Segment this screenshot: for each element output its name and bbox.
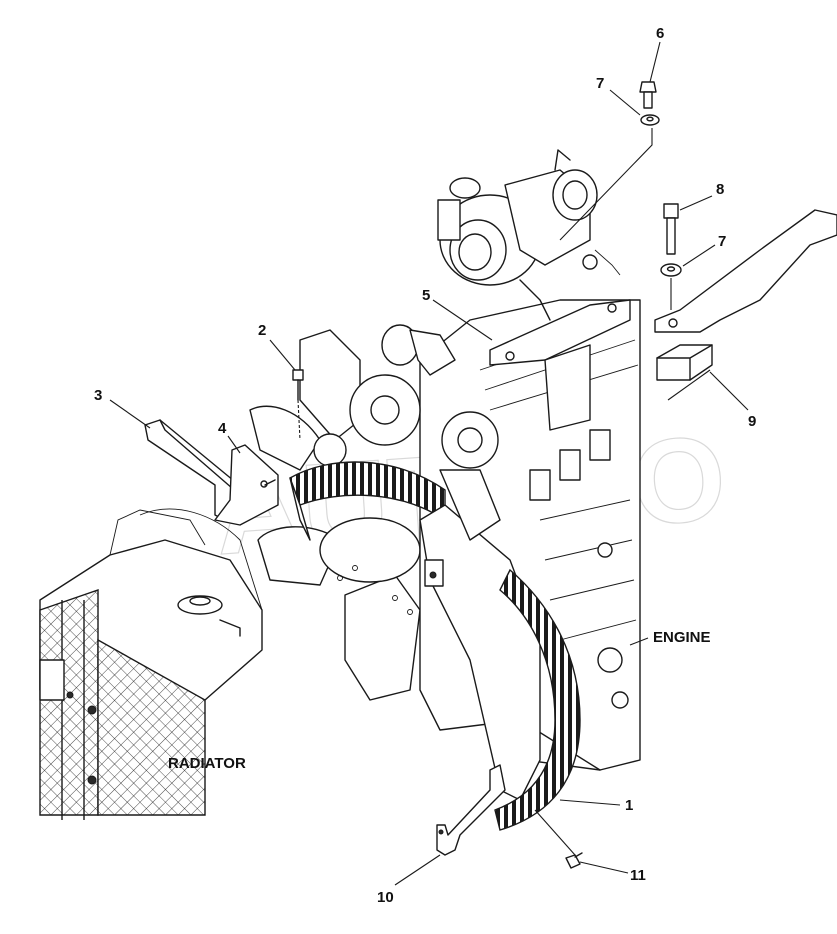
part-6-bolt bbox=[639, 81, 657, 109]
callout-9: 9 bbox=[748, 413, 756, 430]
callout-7-lower: 7 bbox=[718, 233, 726, 250]
callout-5: 5 bbox=[422, 287, 430, 304]
callout-6: 6 bbox=[656, 25, 664, 42]
mount-arm bbox=[654, 209, 837, 333]
leader-lines bbox=[109, 41, 749, 886]
part-7-washer-upper bbox=[640, 114, 660, 126]
part-1-fan-shroud bbox=[289, 461, 581, 831]
part-11-bolt bbox=[565, 852, 583, 869]
part-7-washer-lower bbox=[660, 263, 682, 277]
part-8-bolt bbox=[663, 203, 679, 255]
callout-11: 11 bbox=[630, 867, 646, 884]
callout-4: 4 bbox=[218, 420, 227, 437]
engine-label: ENGINE bbox=[653, 629, 711, 646]
callout-10: 10 bbox=[377, 889, 394, 906]
callout-7-upper: 7 bbox=[596, 75, 604, 92]
part-4-bracket bbox=[214, 444, 279, 526]
callout-3: 3 bbox=[94, 387, 102, 404]
part-10-support-strap bbox=[436, 764, 506, 856]
part-5-mounting-bracket bbox=[489, 249, 631, 431]
part-6-install-line bbox=[559, 128, 653, 241]
part-9-install-line bbox=[667, 369, 711, 401]
part-9-mount-block bbox=[656, 344, 713, 381]
callout-1: 1 bbox=[625, 797, 633, 814]
callout-2: 2 bbox=[258, 322, 266, 339]
radiator-cap bbox=[177, 595, 241, 637]
part-11-install-line bbox=[534, 809, 576, 856]
callout-8: 8 bbox=[716, 181, 724, 198]
part-2-bolt bbox=[292, 369, 304, 441]
cooling-fan bbox=[249, 329, 421, 701]
radiator bbox=[39, 508, 263, 820]
turbocharger bbox=[437, 149, 598, 321]
radiator-label: RADIATOR bbox=[168, 755, 246, 772]
